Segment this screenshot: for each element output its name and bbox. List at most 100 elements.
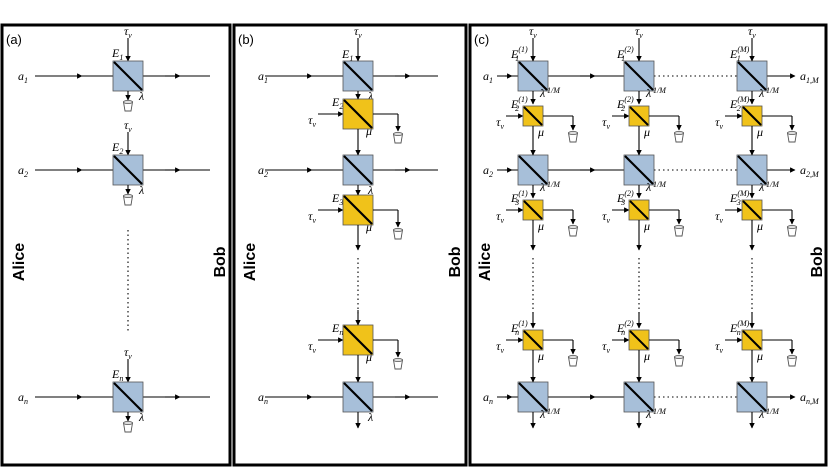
mu-label: μ	[365, 350, 372, 364]
mode-label: a2	[258, 163, 268, 179]
tau-label: τν	[308, 209, 316, 225]
detector-rim	[787, 130, 797, 135]
beamsplitter-mirror	[742, 200, 762, 220]
lambda-label: λ	[539, 407, 545, 421]
detector-label: E1	[341, 47, 353, 63]
output-mode-label: a2,M	[800, 163, 820, 179]
mu-label: μ	[756, 125, 763, 139]
lambda-power-label: 1/M	[766, 407, 780, 416]
lambda-label: λ	[539, 180, 545, 194]
lambda-power-label: 1/M	[547, 407, 561, 416]
tau-label: τν	[496, 339, 504, 355]
panel-b-alice-label: Alice	[242, 243, 259, 281]
detector-rim	[787, 354, 797, 359]
tau-label: τν	[748, 24, 756, 40]
mu-label: μ	[643, 349, 650, 363]
mu-label: μ	[537, 349, 544, 363]
lambda-power-label: 1/M	[547, 180, 561, 189]
detector-rim	[393, 131, 403, 136]
detector-rim	[393, 357, 403, 362]
lambda-label: λ	[138, 89, 144, 103]
tau-label: τν	[602, 209, 610, 225]
beamsplitter-mirror	[624, 155, 654, 185]
lambda-label: λ	[138, 183, 144, 197]
panel-c-label: (c)	[474, 32, 489, 47]
detector-rim	[674, 224, 684, 229]
mode-label: a1	[18, 69, 28, 85]
detector-rim	[123, 100, 133, 105]
beamsplitter-mirror	[742, 330, 762, 350]
beamsplitter-mirror	[518, 382, 548, 412]
panel-a-bob-label: Bob	[212, 246, 229, 277]
detector-label: E(2)2	[616, 95, 634, 113]
tau-label: τν	[529, 24, 537, 40]
detector-label: E(1)2	[510, 95, 528, 113]
detector-label: E(M)1	[729, 45, 750, 63]
lambda-power-label: 1/M	[766, 86, 780, 95]
beamsplitter-mirror	[518, 61, 548, 91]
lambda-label: λ	[758, 407, 764, 421]
mode-label: an	[483, 390, 493, 406]
detector-rim	[674, 354, 684, 359]
detector-rim	[787, 224, 797, 229]
lambda-label: λ	[367, 89, 373, 103]
beamsplitter-mirror	[629, 200, 649, 220]
beamsplitter-mirror	[343, 61, 373, 91]
lambda-label: λ	[758, 86, 764, 100]
beamsplitter-mirror	[624, 382, 654, 412]
detector-label: E3	[331, 191, 343, 207]
beamsplitter-mirror	[343, 99, 373, 129]
tau-label: τν	[354, 24, 362, 40]
detector-rim	[568, 354, 578, 359]
tau-label: τν	[124, 345, 132, 361]
mu-label: μ	[756, 349, 763, 363]
lambda-power-label: 1/M	[766, 180, 780, 189]
panel-a-frame	[0, 23, 232, 467]
tau-label: τν	[496, 209, 504, 225]
lambda-label: λ	[539, 86, 545, 100]
panel-a-alice-label: Alice	[11, 243, 28, 281]
panel-c-bob-label: Bob	[809, 246, 826, 277]
tau-label: τν	[496, 115, 504, 131]
detector-label: E(M)2	[729, 95, 750, 113]
beamsplitter-mirror	[737, 382, 767, 412]
lambda-label: λ	[138, 410, 144, 424]
beamsplitter-mirror	[629, 106, 649, 126]
detector-label: E1	[111, 46, 123, 62]
detector-label: En	[111, 367, 123, 383]
mode-label: a2	[483, 163, 493, 179]
detector-rim	[568, 130, 578, 135]
tau-label: τν	[715, 339, 723, 355]
detector-label: E(1)3	[510, 189, 528, 207]
beamsplitter-mirror	[113, 382, 143, 412]
detector-rim	[123, 193, 133, 198]
detector-rim	[123, 420, 133, 425]
beamsplitter-mirror	[343, 195, 373, 225]
beamsplitter-mirror	[113, 61, 143, 91]
panel-b-bob-label: Bob	[447, 246, 464, 277]
panel-b-label: (b)	[238, 32, 254, 47]
lambda-power-label: 1/M	[653, 180, 667, 189]
beamsplitter-mirror	[343, 325, 373, 355]
lambda-power-label: 1/M	[547, 86, 561, 95]
beamsplitter-mirror	[624, 61, 654, 91]
lambda-label: λ	[367, 410, 373, 424]
lambda-label: λ	[367, 183, 373, 197]
beamsplitter-mirror	[343, 155, 373, 185]
detector-label: E(M)n	[729, 319, 750, 337]
detector-label: E(1)1	[510, 45, 528, 63]
beamsplitter-mirror	[523, 330, 543, 350]
tau-label: τν	[715, 115, 723, 131]
tau-label: τν	[635, 24, 643, 40]
mode-label: an	[18, 390, 28, 406]
mode-label: a2	[18, 163, 28, 179]
mu-label: μ	[537, 125, 544, 139]
beamsplitter-mirror	[737, 155, 767, 185]
mu-label: μ	[365, 124, 372, 138]
mode-label: a1	[258, 69, 268, 85]
detector-rim	[568, 224, 578, 229]
mu-label: μ	[643, 125, 650, 139]
lambda-label: λ	[645, 180, 651, 194]
detector-rim	[393, 227, 403, 232]
